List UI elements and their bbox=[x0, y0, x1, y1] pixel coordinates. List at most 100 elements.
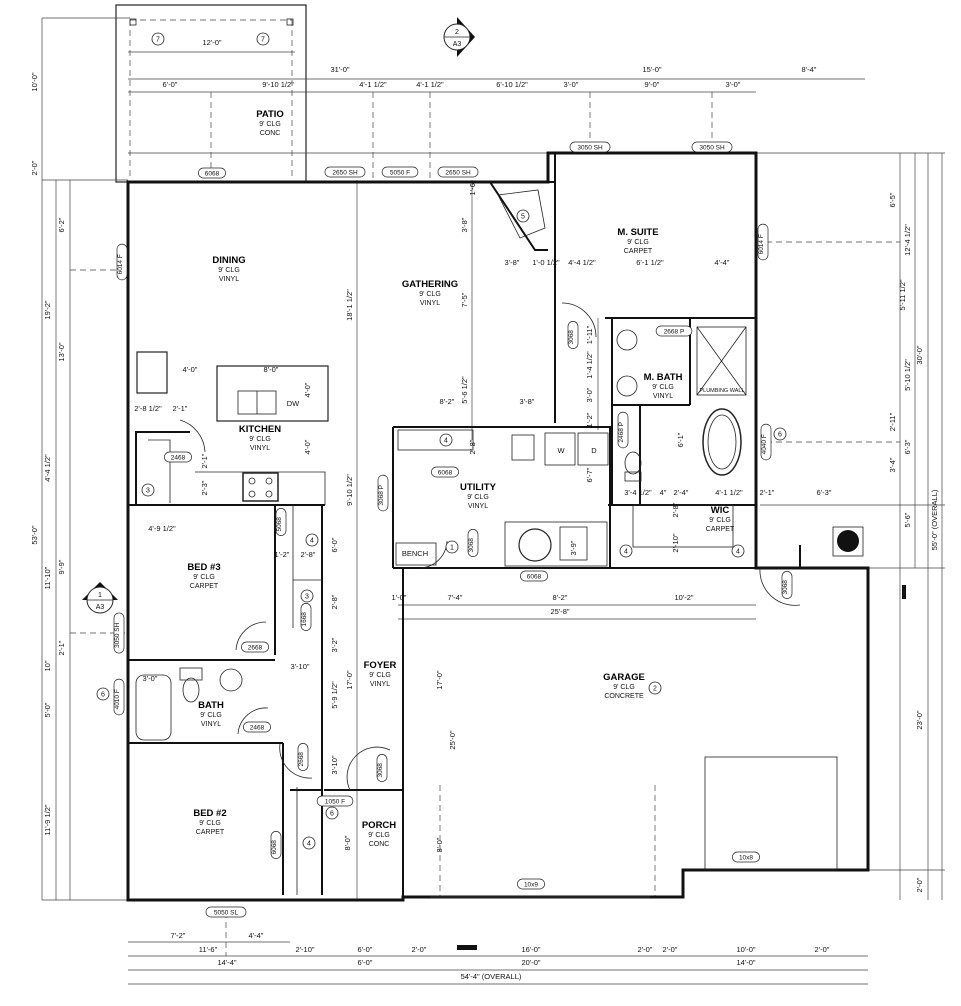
opening-tag: 6068 bbox=[271, 840, 278, 855]
dimension-label: 4'-1 1/2" bbox=[715, 488, 743, 497]
dimension-label: 1'-2" bbox=[275, 550, 290, 559]
dimension-label: 2'-8 1/2" bbox=[134, 404, 162, 413]
opening-tag: 2668 bbox=[298, 752, 305, 767]
patio-post bbox=[286, 18, 294, 26]
tub bbox=[135, 674, 172, 741]
dimension-label: 2'-0" bbox=[815, 945, 830, 954]
opening-tag: 6068 bbox=[438, 469, 453, 476]
dimension-label: 3'-0" bbox=[726, 80, 741, 89]
room-name: PORCH bbox=[362, 820, 396, 831]
dimension-label: 1'-4 1/2" bbox=[585, 351, 594, 379]
opening-tag: 1050 F bbox=[325, 798, 345, 805]
keynote-number: 4 bbox=[624, 549, 628, 556]
utility-sink bbox=[511, 434, 535, 461]
dimension-label: 4'-1 1/2" bbox=[359, 80, 387, 89]
opening-tag-box bbox=[655, 325, 693, 337]
opening-tag-box bbox=[431, 466, 459, 478]
dimension-label: 2'-1" bbox=[173, 404, 188, 413]
dimension-label: 3'-4" bbox=[888, 457, 897, 472]
opening-tag: 5068 bbox=[276, 517, 283, 532]
plumbing-wall-label: PLUMBING WALL bbox=[699, 388, 744, 394]
keynote-circle bbox=[648, 681, 662, 695]
dimension-label: 4'-0" bbox=[303, 439, 312, 454]
dimension-label: 3'-0" bbox=[564, 80, 579, 89]
bench bbox=[395, 542, 437, 566]
dimension-label: 2'-8" bbox=[468, 439, 477, 454]
opening-tag-box bbox=[732, 851, 760, 863]
interior-walls bbox=[128, 153, 801, 900]
range bbox=[242, 472, 279, 502]
room-ceiling: 9' CLG bbox=[467, 494, 489, 501]
dimension-label: 4" bbox=[660, 488, 667, 497]
opening-tag: 6068 bbox=[527, 573, 542, 580]
dimension-lines bbox=[41, 17, 945, 985]
dimension-label: 19'-2" bbox=[43, 300, 52, 319]
room-name: M. SUITE bbox=[617, 227, 658, 238]
keynote-circle bbox=[151, 32, 165, 46]
keynote-circle bbox=[302, 836, 316, 850]
dimension-label: 3'-9" bbox=[569, 540, 578, 555]
dimension-label: 1'-2" bbox=[585, 412, 594, 427]
dimension-label: 7'-2" bbox=[171, 931, 186, 940]
dimension-label: 1'-6" bbox=[468, 180, 477, 195]
room-floor: CARPET bbox=[190, 583, 219, 590]
keynote-number: 4 bbox=[307, 841, 311, 848]
dimension-label: 9'-0" bbox=[645, 80, 660, 89]
opening-tag: 3050 SH bbox=[114, 622, 121, 648]
keynote-number: 1 bbox=[450, 545, 454, 552]
opening-tag: 10x8 bbox=[739, 854, 753, 861]
room-ceiling: 9' CLG bbox=[369, 672, 391, 679]
opening-tag: 1668 bbox=[301, 612, 308, 627]
opening-tag-box bbox=[164, 451, 192, 463]
room-floor: VINYL bbox=[370, 681, 390, 688]
wic-shelf bbox=[632, 504, 734, 548]
bathtub bbox=[702, 408, 742, 476]
dimension-label: 6'-3" bbox=[903, 439, 912, 454]
keynote-circle bbox=[256, 32, 270, 46]
dimension-label: 3'-8" bbox=[505, 258, 520, 267]
keynote-number: 3 bbox=[305, 594, 309, 601]
dimension-label: 2'-0" bbox=[915, 877, 924, 892]
opening-tag-box bbox=[517, 878, 545, 890]
keynote-circle bbox=[325, 806, 339, 820]
keynote-number: 5 bbox=[521, 214, 525, 221]
dimension-label: 7'-5" bbox=[460, 292, 469, 307]
dimension-label: 53'-0" bbox=[30, 525, 39, 544]
room-floor: CONCRETE bbox=[604, 693, 644, 700]
room-name: PATIO bbox=[256, 109, 284, 120]
shower bbox=[696, 326, 747, 396]
room-name: DINING bbox=[212, 255, 245, 266]
dimension-label: 14'-0" bbox=[736, 958, 755, 967]
keynote-circle bbox=[300, 589, 314, 603]
room-ceiling: 9' CLG bbox=[218, 267, 240, 274]
dimension-label: 8'-0" bbox=[343, 835, 352, 850]
dimension-label: 4'-4" bbox=[715, 258, 730, 267]
room-name: GARAGE bbox=[603, 672, 645, 683]
dimension-label: 20'-0" bbox=[521, 958, 540, 967]
dimension-label: 5'-9 1/2" bbox=[330, 681, 339, 709]
room-ceiling: 9' CLG bbox=[419, 291, 441, 298]
opening-tag: 2668 P bbox=[664, 328, 685, 335]
room-name: BATH bbox=[198, 700, 224, 711]
dimension-label: 12'-4 1/2" bbox=[903, 224, 912, 256]
section-number: 2 bbox=[455, 29, 459, 36]
opening-tag: 6014 F bbox=[117, 254, 124, 274]
dimension-label: 1'-0" bbox=[392, 593, 407, 602]
dimension-label: 4'-0" bbox=[183, 365, 198, 374]
dimension-label: 4'-9 1/2" bbox=[148, 524, 176, 533]
dimension-label: 5'-0" bbox=[43, 702, 52, 717]
dimension-label: 23'-0" bbox=[915, 710, 924, 729]
room-floor: VINYL bbox=[201, 721, 221, 728]
room-floor: VINYL bbox=[468, 503, 488, 510]
opening-tag-box bbox=[437, 166, 479, 178]
dimension-label: 11'-10" bbox=[43, 566, 52, 589]
dimension-label: 25'-8" bbox=[550, 607, 569, 616]
opening-tag: 6068 bbox=[205, 170, 220, 177]
refrigerator bbox=[136, 351, 168, 394]
keynote-number: 6 bbox=[778, 432, 782, 439]
dimension-label: 6'-10 1/2" bbox=[496, 80, 528, 89]
opening-tag-box bbox=[116, 243, 128, 281]
dimension-label: 9'-10 1/2" bbox=[262, 80, 294, 89]
dimension-label: 3'-10" bbox=[330, 755, 339, 774]
opening-tag-box bbox=[376, 754, 388, 782]
